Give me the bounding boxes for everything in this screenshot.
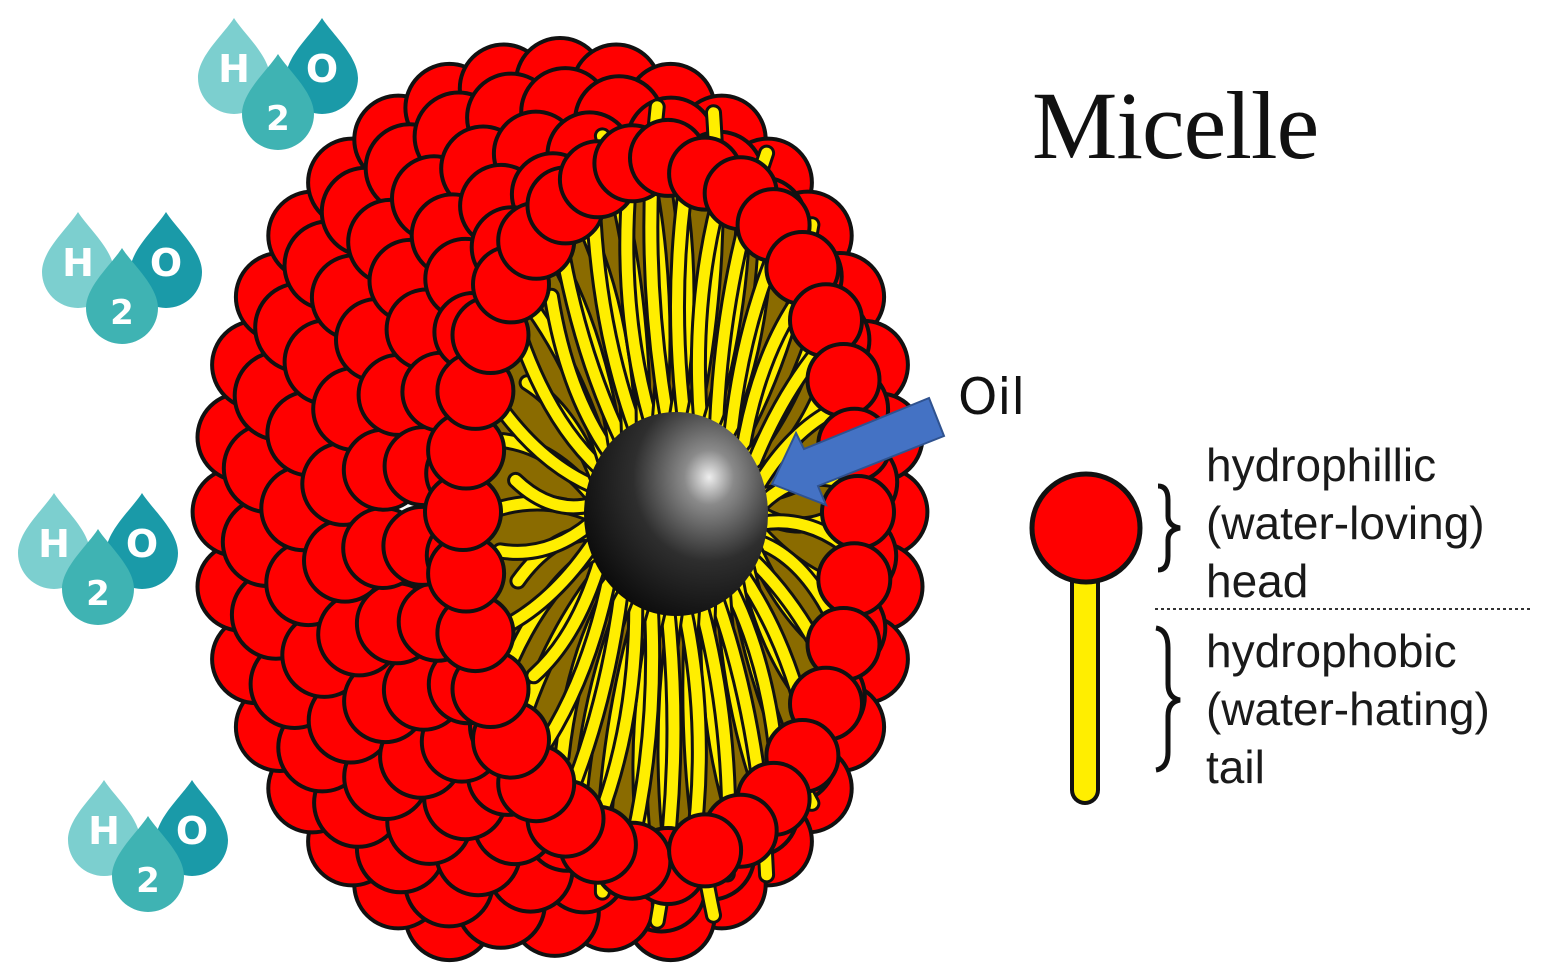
water-molecule: H O2 (68, 780, 228, 912)
oil-label: Oil (958, 372, 1025, 422)
water-label: 2 (110, 293, 134, 333)
oil-droplet (584, 412, 768, 616)
outer-head-sphere (822, 476, 894, 548)
page-title: Micelle (1032, 78, 1318, 174)
water-label: H (218, 47, 250, 91)
tail-description: hydrophobic (water-hating) tail (1206, 622, 1490, 796)
water-molecule: H O2 (18, 493, 178, 625)
tail-line-3: tail (1206, 738, 1490, 796)
head-line-2: (water-loving) (1206, 494, 1485, 552)
water-label: H (38, 522, 70, 566)
water-label: H (62, 241, 94, 285)
water-label: 2 (86, 574, 110, 614)
water-label: O (306, 47, 338, 91)
water-label: 2 (266, 99, 290, 139)
water-molecule: H O2 (42, 212, 202, 344)
water-label: O (176, 809, 208, 853)
water-label: H (88, 809, 120, 853)
water-molecule: H O2 (198, 18, 358, 150)
water-label: O (126, 522, 158, 566)
tail-brace (1156, 628, 1180, 770)
legend-head (1032, 474, 1140, 582)
head-line-3: head (1206, 552, 1485, 610)
outer-head-sphere (818, 543, 890, 615)
water-label: 2 (136, 861, 160, 901)
head-brace (1158, 486, 1180, 570)
head-description: hydrophillic (water-loving) head (1206, 436, 1485, 610)
head-line-1: hydrophillic (1206, 436, 1485, 494)
outer-head-sphere (808, 344, 880, 416)
water-label: O (150, 241, 182, 285)
outer-head-sphere (669, 814, 741, 886)
tail-line-1: hydrophobic (1206, 622, 1490, 680)
tail-line-2: (water-hating) (1206, 680, 1490, 738)
